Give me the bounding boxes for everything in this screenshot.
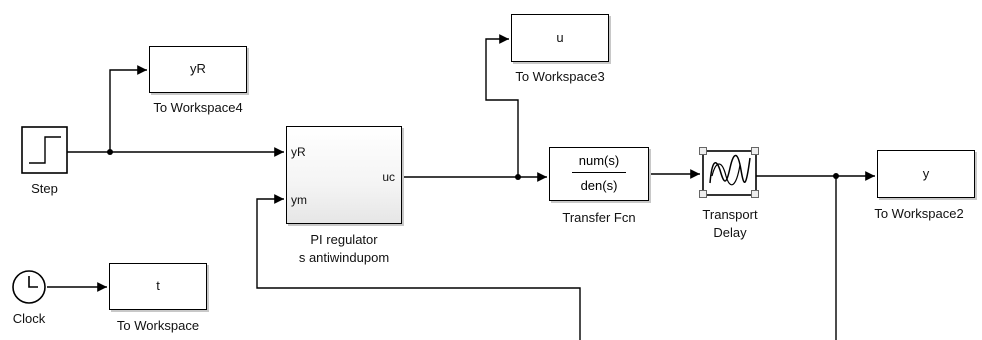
junction-dot-y [833,173,839,179]
to-workspace-y-value: y [922,166,930,181]
to-workspace-yr-caption: To Workspace4 [153,100,243,115]
transfer-fcn-numerator: num(s) [578,153,620,168]
to-workspace-y-block[interactable]: y [877,150,975,198]
pi-regulator-caption-1: PI regulator [310,232,378,247]
selection-handle-bl[interactable] [699,190,707,198]
step-icon [21,126,68,174]
junction-dot-yr [107,149,113,155]
clock-block-caption: Clock [12,311,46,326]
to-workspace-y-caption: To Workspace2 [874,206,964,221]
clock-icon [12,270,46,304]
clock-block[interactable] [13,271,45,303]
transport-delay-block[interactable] [703,151,756,195]
junction-dot-u [515,174,521,180]
pi-regulator-caption-2: s antiwindupom [298,250,390,265]
transport-delay-caption-1: Transport [702,207,758,222]
transport-delay-icon [702,150,757,196]
to-workspace-yr-value: yR [190,61,206,76]
to-workspace-u-value: u [556,30,564,45]
to-workspace-u-caption: To Workspace3 [515,69,605,84]
to-workspace-t-value: t [156,278,160,293]
transfer-fcn-block[interactable]: num(s) den(s) [549,147,649,201]
line-branch-to-u [485,34,519,177]
pi-port-uc: uc [382,170,395,184]
pi-regulator-block[interactable]: yR ym uc [286,126,402,224]
transfer-fcn-denominator: den(s) [580,178,618,193]
to-workspace-u-block[interactable]: u [511,14,609,62]
selection-handle-tl[interactable] [699,147,707,155]
to-workspace-t-caption: To Workspace [116,318,200,333]
selection-handle-tr[interactable] [751,147,759,155]
transfer-fcn-caption: Transfer Fcn [562,210,636,225]
step-block-caption: Step [31,181,58,196]
pi-port-yr: yR [291,145,306,159]
transfer-fcn-fraction-bar [572,172,626,173]
to-workspace-t-block[interactable]: t [109,263,207,310]
step-block[interactable] [22,127,67,173]
selection-handle-br[interactable] [751,190,759,198]
transport-delay-caption-2: Delay [713,225,747,240]
to-workspace-yr-block[interactable]: yR [149,46,247,93]
pi-port-ym: ym [291,193,307,207]
line-branch-to-yr [109,65,147,152]
line-feedback-to-ym [256,194,581,340]
